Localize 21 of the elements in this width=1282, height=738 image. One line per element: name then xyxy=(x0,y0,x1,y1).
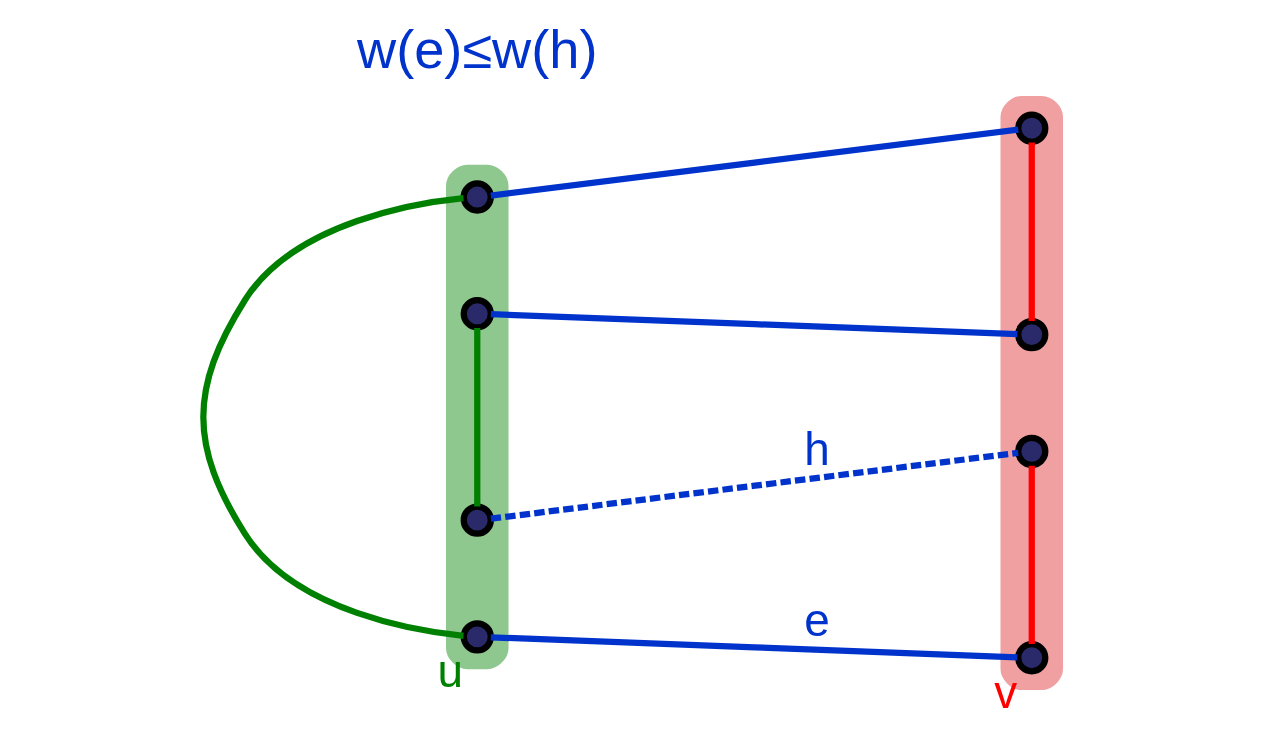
connector xyxy=(490,449,1019,522)
node-circle xyxy=(460,620,494,654)
edge-label: h xyxy=(804,423,830,476)
node-circle xyxy=(460,297,494,331)
edge-label: e xyxy=(804,594,830,647)
node-label: u xyxy=(437,645,463,698)
node-circle xyxy=(1015,434,1049,468)
node-circle xyxy=(1015,317,1049,352)
connector xyxy=(490,311,1018,338)
connector xyxy=(1028,465,1035,644)
node-circle xyxy=(1015,641,1049,675)
label: w(e)≤w(h) xyxy=(357,19,598,80)
connector xyxy=(1028,142,1035,321)
connector xyxy=(200,195,464,639)
node-label: v xyxy=(994,665,1018,718)
node-circle xyxy=(1015,111,1049,145)
node-circle xyxy=(460,180,494,214)
connector xyxy=(490,126,1019,199)
connector xyxy=(474,328,481,507)
node-circle xyxy=(460,503,494,537)
connector xyxy=(490,634,1018,661)
